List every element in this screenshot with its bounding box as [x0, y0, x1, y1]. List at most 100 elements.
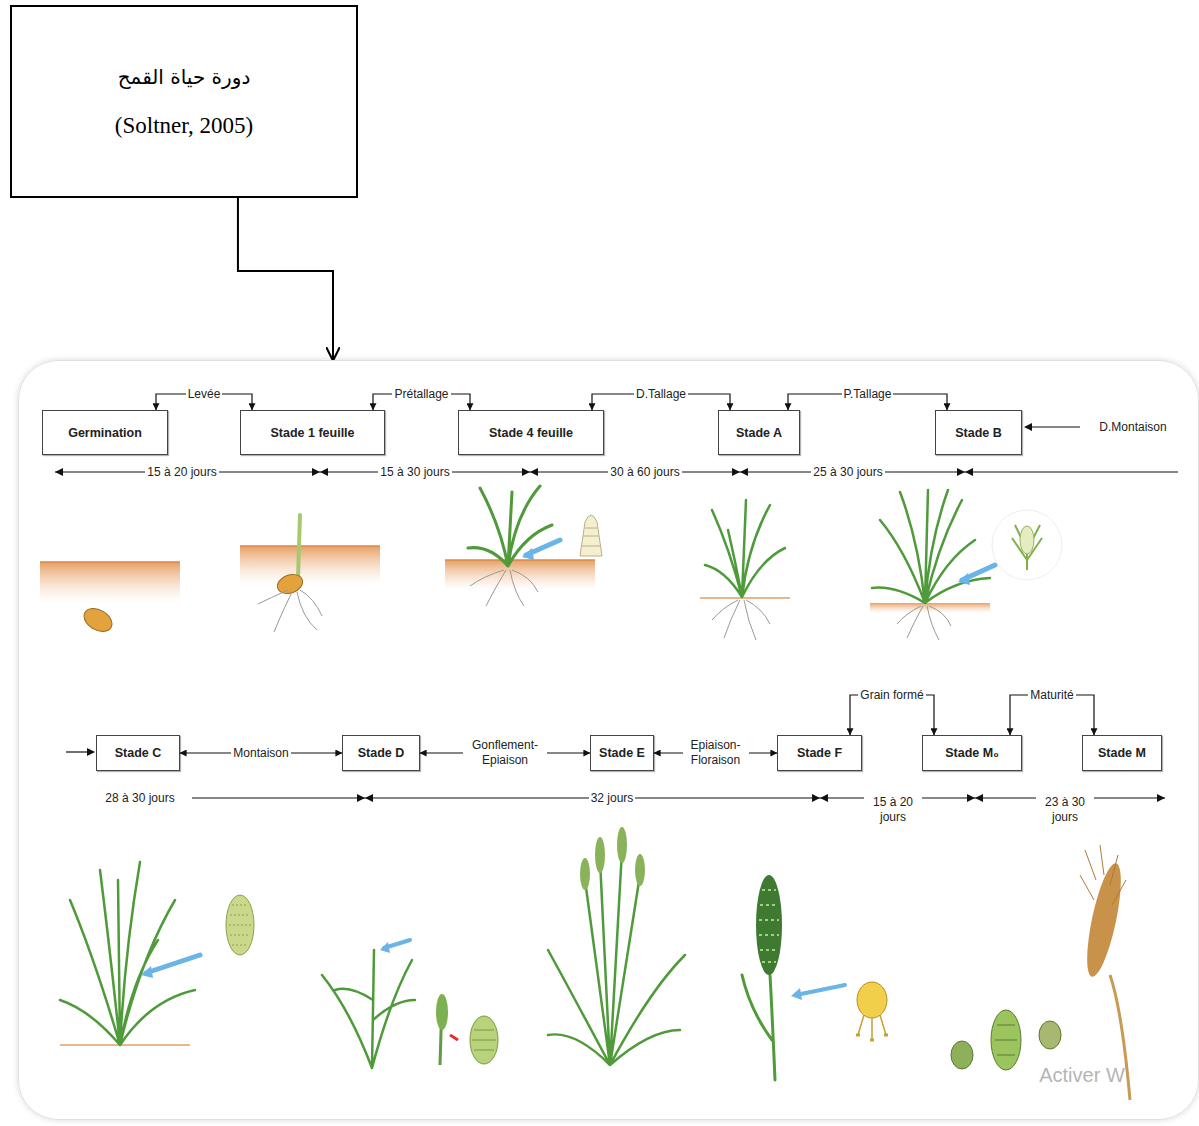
stage-b-figure-part	[872, 490, 990, 603]
duration-arrowhead-part	[87, 748, 95, 756]
stage-e-figure-part	[580, 858, 590, 890]
stage-e-figure	[548, 827, 685, 1065]
stage-e-figure-part	[595, 837, 605, 873]
stage-b-figure-part	[992, 510, 1062, 580]
phase-label: Epiaison- Floraison	[683, 738, 749, 768]
stage-name: Stade M	[1098, 746, 1146, 760]
pointer-arrow	[238, 198, 333, 360]
one-leaf-figure-part	[258, 590, 322, 632]
stage-box: Stade F	[777, 735, 862, 771]
stage-d-figure-part	[436, 994, 448, 1030]
phase-label: D.Tallage	[634, 387, 688, 402]
duration-arrowhead-part	[55, 468, 63, 476]
stage-f-figure-part	[759, 890, 779, 962]
one-leaf-figure-part	[240, 546, 380, 584]
stage-box: Germination	[42, 410, 168, 455]
stage-d-figure-part	[450, 1035, 458, 1040]
stage-box: Stade M₀	[922, 735, 1022, 771]
four-leaf-figure-part	[468, 486, 552, 566]
germination-figure-part	[40, 562, 180, 602]
duration-label: 32 jours	[589, 791, 636, 806]
stage-name: Germination	[68, 426, 142, 440]
stage-e-figure-part	[635, 854, 645, 886]
maturity-figure-part	[1080, 861, 1128, 979]
stage-b-figure-part	[870, 603, 990, 613]
duration-label: 28 à 30 jours	[103, 791, 176, 806]
stage-d-figure	[322, 940, 498, 1068]
stage-box: Stade D	[342, 735, 420, 771]
four-leaf-figure-part	[470, 570, 538, 606]
stage-e-figure-part	[617, 827, 627, 863]
duration-arrowhead-part	[312, 468, 328, 476]
duration-line-part	[1026, 426, 1080, 427]
stage-a-figure-part	[705, 500, 785, 597]
duration-label: 15 à 30 jours	[378, 465, 451, 480]
duration-line-part	[192, 797, 1165, 798]
stage-box: Stade B	[935, 410, 1022, 455]
phase-arrow	[850, 695, 934, 735]
maturity-figure-part	[995, 1025, 1017, 1055]
stage-f-figure-part	[796, 985, 845, 995]
stage-a-figure	[700, 500, 790, 640]
stage-box: Stade 4 feuille	[458, 410, 604, 455]
germination-figure-part	[80, 604, 116, 636]
phase-label: Levée	[186, 387, 223, 402]
stage-name: Stade M₀	[945, 746, 999, 760]
stage-c-figure-part	[226, 895, 254, 955]
duration-arrowhead-part	[812, 794, 828, 802]
phase-label: P.Tallage	[842, 387, 894, 402]
duration-arrowhead	[55, 423, 1165, 802]
stage-name: Stade B	[955, 426, 1002, 440]
four-leaf-figure	[445, 486, 602, 606]
stage-c-figure-part	[229, 905, 251, 945]
source-text: (Soltner, 2005)	[115, 113, 253, 139]
duration-arrowhead-part	[357, 794, 373, 802]
maturity-figure-part	[991, 1010, 1021, 1070]
stage-f-figure-part	[791, 988, 802, 1000]
maturity-figure-part	[951, 1041, 973, 1069]
phase-arrow	[654, 752, 777, 753]
duration-line-part	[55, 471, 1178, 472]
stage-b-figure-part	[897, 606, 951, 640]
phase-label: Grain formé	[858, 688, 925, 703]
germination-figure	[40, 562, 180, 636]
stage-c-figure-part	[60, 1044, 190, 1046]
stage-box: Stade E	[590, 735, 654, 771]
duration-label: 25 à 30 jours	[811, 465, 884, 480]
one-leaf-figure-part	[275, 571, 306, 597]
stage-f-figure-part	[742, 975, 775, 1080]
stage-d-figure-part	[472, 1030, 496, 1050]
stage-d-figure-part	[470, 1016, 498, 1064]
phase-label: Prétallage	[392, 387, 450, 402]
four-leaf-figure-part	[582, 528, 600, 546]
duration-label: 15 à 20 jours	[145, 465, 218, 480]
duration-arrowhead-part	[1157, 794, 1165, 802]
maturity-figure	[951, 845, 1130, 1100]
one-leaf-figure	[240, 515, 380, 632]
stage-f-figure-part	[857, 982, 887, 1018]
duration-arrowhead-part	[967, 794, 983, 802]
phase-arrow	[788, 394, 947, 410]
stage-name: Stade F	[797, 746, 842, 760]
duration-arrowhead-part	[1024, 423, 1032, 431]
phase-label: Montaison	[231, 746, 290, 761]
stage-a-figure-part	[712, 600, 770, 640]
stage-b-figure-part	[958, 573, 970, 585]
stage-box: Stade A	[718, 410, 800, 455]
four-leaf-figure-part	[445, 560, 595, 590]
stage-c-figure-part	[141, 966, 153, 978]
stage-name: Stade C	[115, 746, 162, 760]
duration-arrowhead-part	[732, 468, 748, 476]
stage-name: Stade 4 feuille	[489, 426, 573, 440]
stage-b-figure	[870, 490, 1062, 640]
stage-c-figure-part	[146, 955, 200, 973]
four-leaf-figure-part	[580, 515, 602, 556]
duration-line	[55, 427, 1178, 798]
stage-a-figure-part	[700, 597, 790, 599]
stage-e-figure-part	[548, 850, 685, 1065]
cycle-panel: GerminationStade 1 feuilleStade 4 feuill…	[18, 360, 1199, 1120]
phase-arrow	[420, 752, 590, 753]
stage-f-figure-part	[856, 1035, 888, 1040]
phase-label: Gonflement- Epiaison	[463, 738, 547, 768]
